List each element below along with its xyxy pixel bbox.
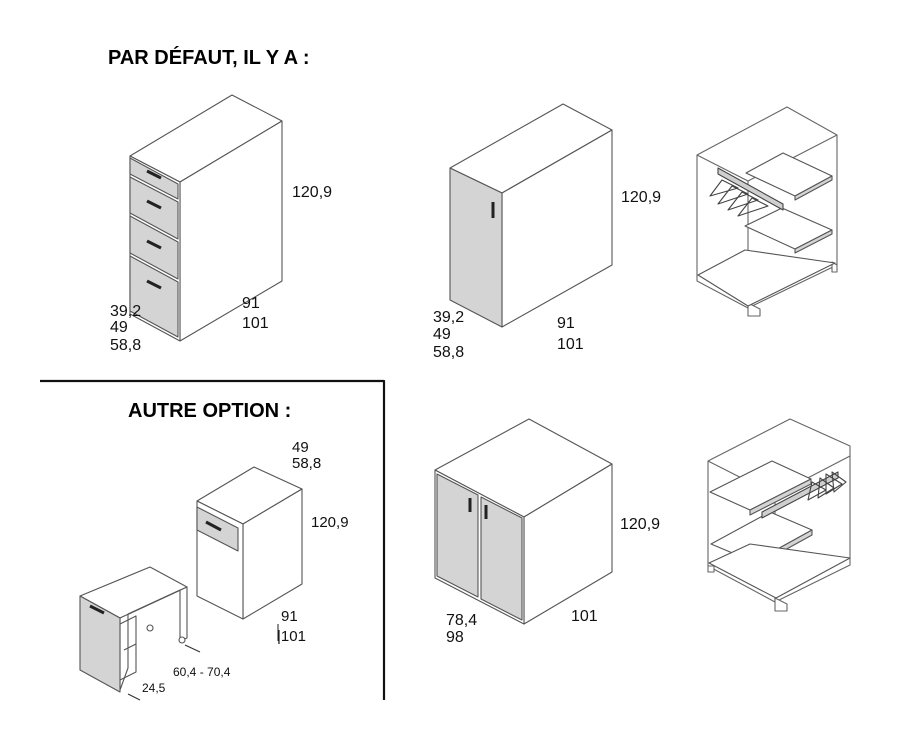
drawer-handle-4 [146, 279, 162, 290]
desk-length-b-label: |101 [277, 628, 306, 645]
default-heading: PAR DÉFAUT, IL Y A : [108, 47, 310, 69]
drawer-length-a-label: 91 [242, 295, 260, 312]
single-door-depth-a-label: 49 [433, 326, 451, 343]
double-top-shelf [709, 460, 812, 511]
desk-extension-label: 60,4 - 70,4 [173, 665, 231, 679]
desk-side-panel [79, 595, 121, 693]
drawer-depth-a-label: 49 [110, 319, 128, 336]
double-door-width-b-label: 98 [446, 629, 464, 646]
drawer-depth-b-label: 58,8 [110, 337, 142, 354]
desk-length-a-label: 91 [281, 608, 298, 625]
desk-depth-a-label: 49 [292, 439, 309, 456]
single-hanging-rail [717, 167, 784, 211]
double-door-unit-drawing [434, 418, 613, 625]
drawer-front-2 [129, 176, 179, 240]
single-door-height-label: 120,9 [621, 189, 662, 206]
desk-side-handle [89, 604, 105, 615]
single-door-panel [449, 167, 503, 328]
drawer-handle-1 [146, 169, 162, 180]
drawer-handle-3 [146, 239, 162, 250]
drawer-unit-drawing [129, 94, 283, 342]
desk-width-label: 24,5 [142, 681, 166, 695]
option-heading: AUTRE OPTION : [128, 400, 292, 422]
single-middle-shelf [744, 207, 833, 250]
right-door-panel [480, 496, 523, 621]
single-bottom-shelf [697, 249, 836, 307]
drawer-front-3 [129, 215, 179, 280]
desk-option-drawing [79, 466, 303, 701]
drawer-front-1 [129, 157, 179, 200]
single-door-unit-drawing [449, 103, 613, 328]
desk-depth-b-label: 58,8 [292, 455, 322, 472]
double-bottom-shelf [708, 543, 851, 599]
single-hangers [709, 179, 769, 217]
desk-height-label: 120,9 [311, 514, 349, 531]
drawer-length-b-label: 101 [242, 315, 269, 332]
double-door-length-label: 101 [571, 608, 598, 625]
single-door-width-label: 39,2 [433, 309, 465, 326]
double-door-width-a-label: 78,4 [446, 612, 478, 629]
single-top-shelf [745, 152, 833, 197]
drawer-front-4 [129, 255, 179, 338]
single-door-length-a-label: 91 [557, 315, 575, 332]
interior-double-drawing [707, 418, 851, 612]
drawer-width-label: 39,2 [110, 303, 142, 320]
single-door-length-b-label: 101 [557, 336, 584, 353]
drawer-handle-2 [146, 199, 162, 210]
desk-drawer-handle [205, 520, 222, 532]
double-hangers [807, 471, 847, 501]
left-door-panel [436, 473, 479, 598]
interior-single-drawing [696, 106, 838, 317]
drawer-height-label: 120,9 [292, 184, 333, 201]
single-door-depth-b-label: 58,8 [433, 344, 465, 361]
double-door-height-label: 120,9 [620, 516, 661, 533]
option-frame [40, 379, 386, 700]
